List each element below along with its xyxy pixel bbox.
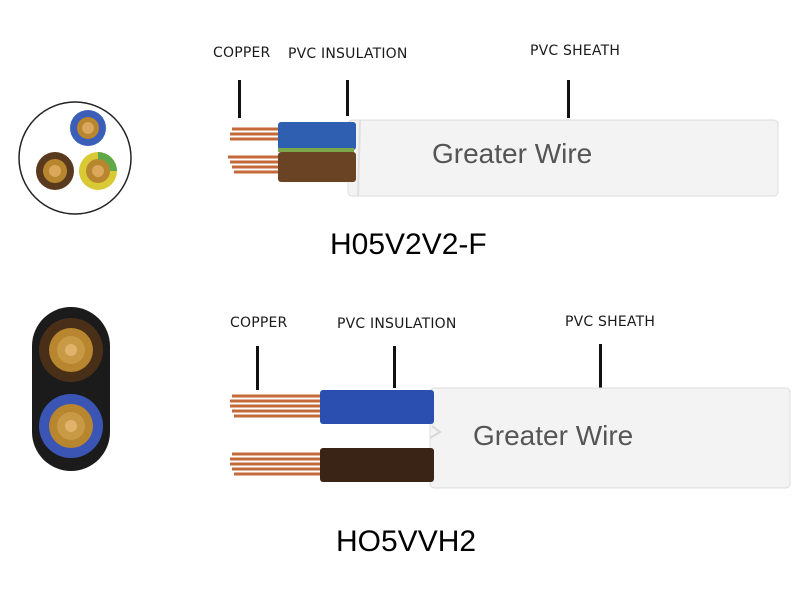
- cable1-insulation-leader: [346, 80, 349, 116]
- cable1-cross-section: [18, 101, 132, 215]
- cable2-sheath-label: PVC SHEATH: [565, 314, 656, 330]
- cable1-insulation-label: PVC INSULATION: [288, 46, 408, 62]
- cable1-model-title: H05V2V2-F: [330, 228, 487, 261]
- cable2-cross-section: [32, 307, 110, 471]
- cable1-copper-label: COPPER: [213, 45, 271, 61]
- cable1-side-view: [228, 119, 779, 197]
- cable1-sheath-leader: [567, 80, 570, 118]
- cable2-model-title: HO5VVH2: [336, 525, 477, 558]
- cable2-insulation-leader: [393, 346, 396, 388]
- cable2-copper-label: COPPER: [230, 315, 288, 331]
- cable1-brand-text: Greater Wire: [432, 138, 593, 169]
- cable2-insulation-label: PVC INSULATION: [337, 316, 457, 332]
- cable2-side-view: [230, 387, 791, 489]
- cable2-sheath-leader: [599, 344, 602, 392]
- cable1-sheath-label: PVC SHEATH: [530, 43, 621, 59]
- cable1-copper-leader: [238, 80, 241, 118]
- cable2-copper-leader: [256, 346, 259, 390]
- cable2-brand-text: Greater Wire: [473, 420, 634, 451]
